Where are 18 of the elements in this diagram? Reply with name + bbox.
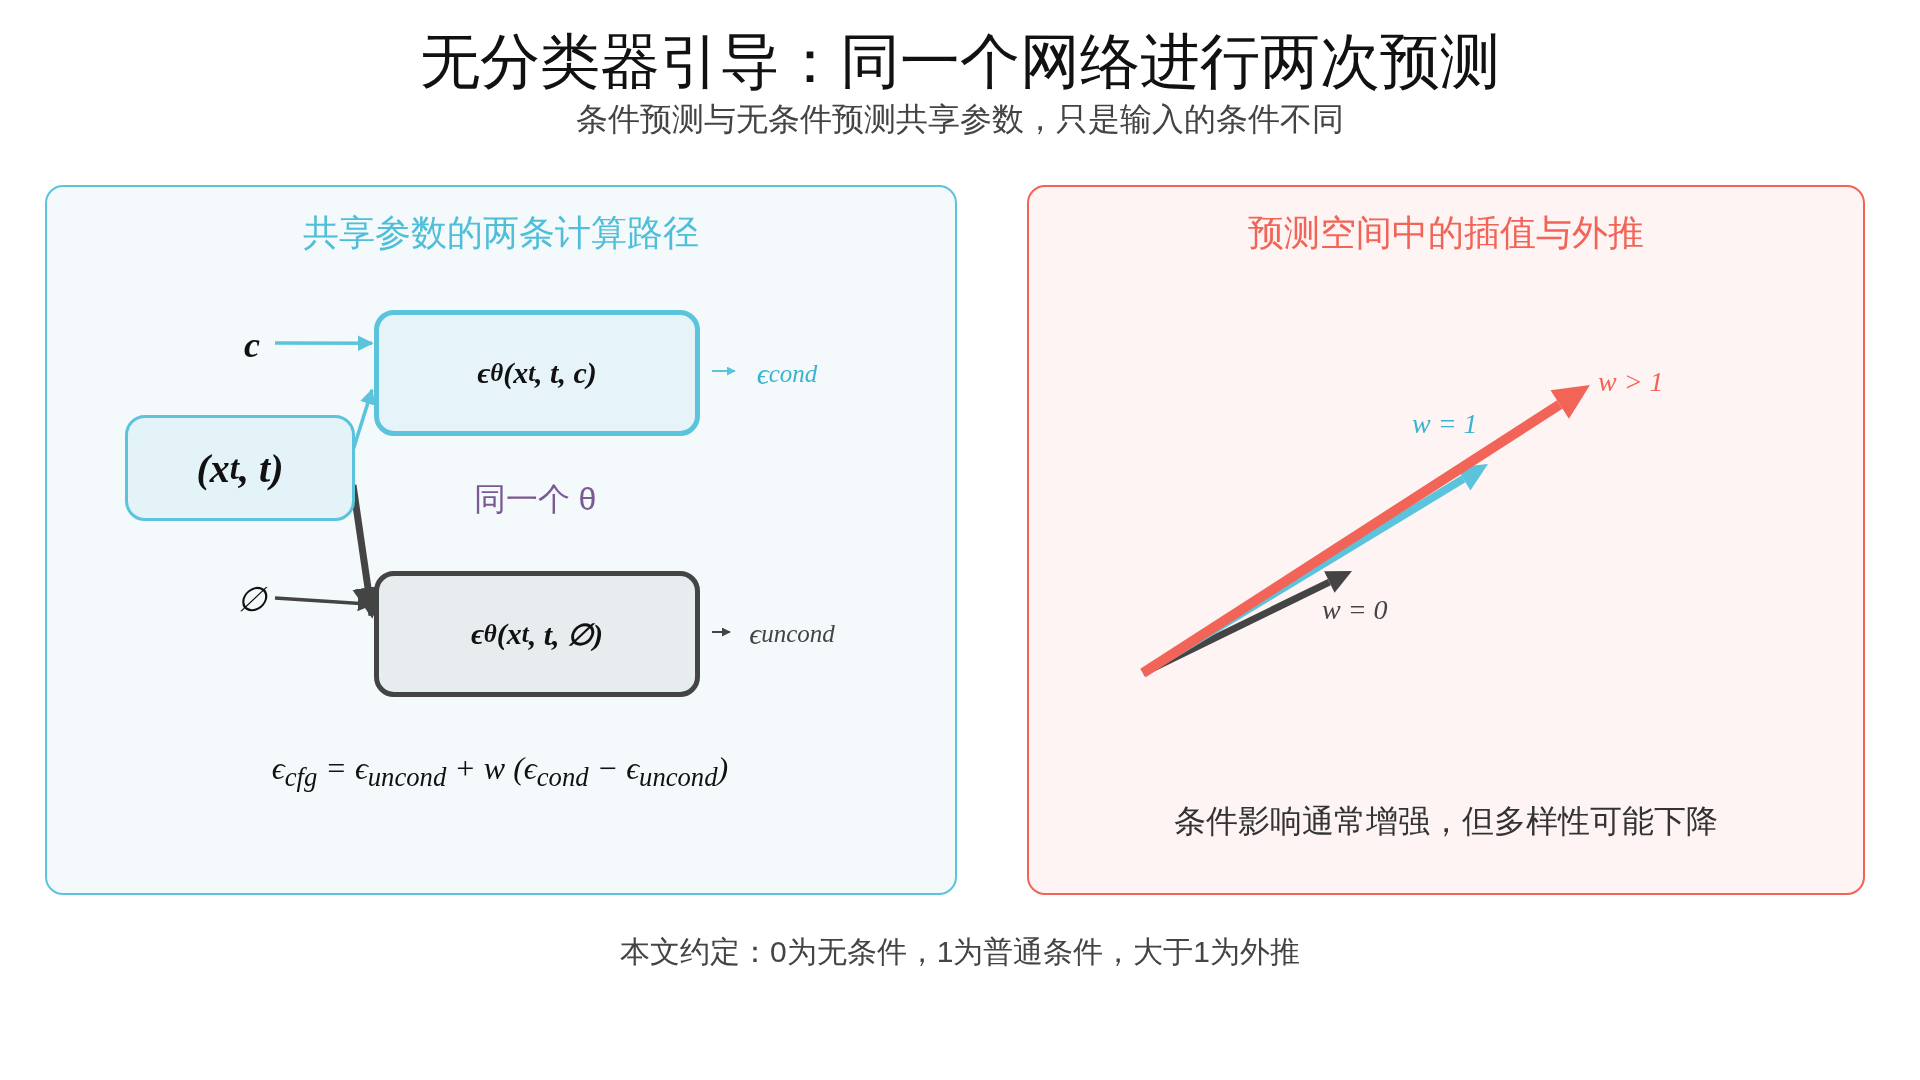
subtitle: 条件预测与无条件预测共享参数，只是输入的条件不同 — [575, 100, 1345, 139]
title: 无分类器引导：同一个网络进行两次预测 — [419, 27, 1501, 97]
vector-label: w = 1 — [1412, 408, 1478, 440]
panel — [45, 185, 957, 895]
footnote: 本文约定：0为无条件，1为普通条件，大于1为外推 — [618, 934, 1302, 970]
condition-symbol: c — [227, 320, 277, 370]
formula: ϵ$_{cfg}$ = ϵ$_{uncond}$ + w (ϵ$_{cond}$ − ϵ$_{uncond}$) — [270, 750, 730, 794]
arrow — [711, 627, 731, 637]
vector-label: w = 0 — [1322, 594, 1388, 626]
panel-title: 共享参数的两条计算路径 — [302, 211, 700, 255]
panel-title: 预测空间中的插值与外推 — [1247, 211, 1645, 255]
note: 条件影响通常增强，但多样性可能下降 — [1173, 802, 1719, 841]
arrow — [275, 335, 374, 352]
arrow — [711, 366, 736, 376]
panel — [1027, 185, 1865, 895]
annotation: 同一个 θ — [472, 480, 598, 519]
vector-label: w > 1 — [1598, 366, 1664, 398]
empty-set-symbol: ∅ — [227, 574, 277, 624]
